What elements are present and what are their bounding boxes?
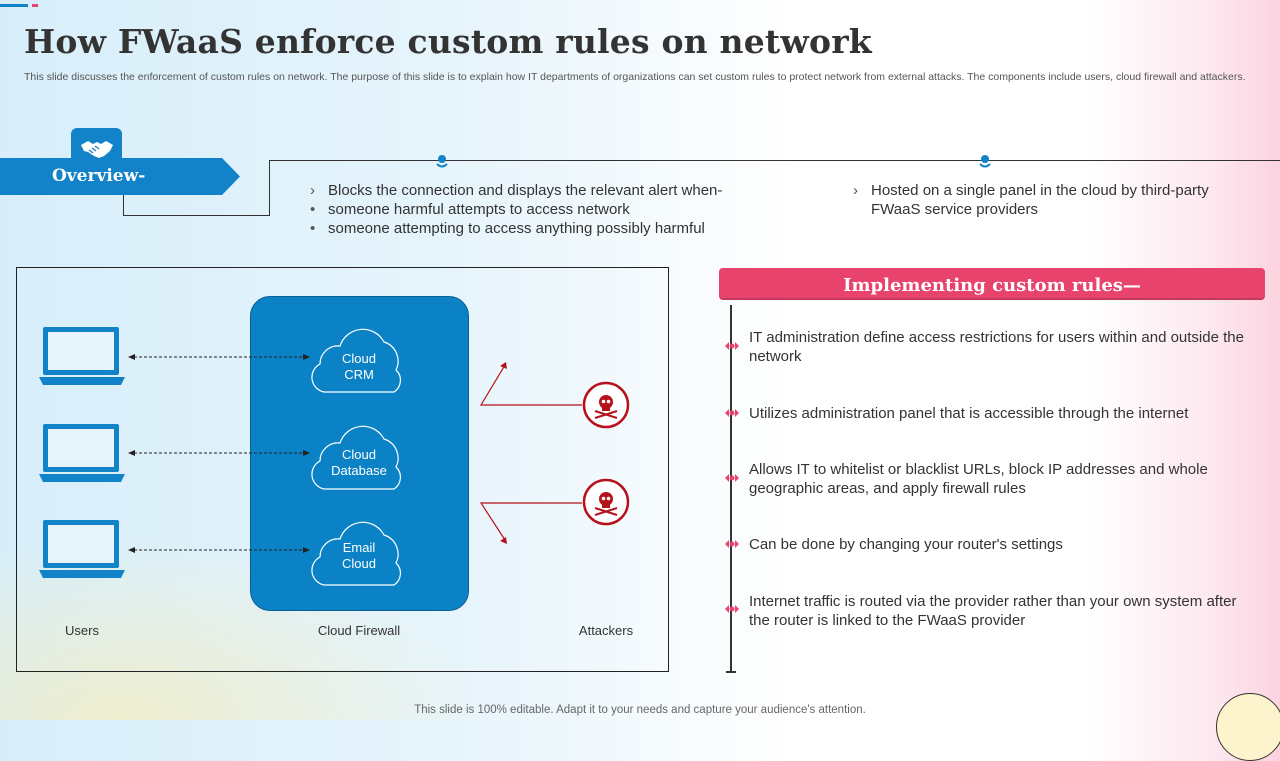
connector-line: [123, 215, 270, 216]
cloud-icon: [311, 328, 402, 393]
overview-left-list: ›Blocks the connection and displays the …: [310, 181, 770, 238]
list-item: •someone attempting to access anything p…: [310, 220, 705, 237]
list-item: ›Hosted on a single panel in the cloud b…: [853, 182, 1209, 218]
connector-line: [269, 160, 1280, 161]
implementing-item: Can be done by changing your router's se…: [749, 536, 1063, 553]
connector-line: [269, 160, 270, 216]
users-label: Users: [65, 623, 99, 638]
pin-icon: [979, 155, 991, 168]
connection-arrow: [128, 450, 310, 456]
bullet-icon: [725, 474, 739, 482]
network-diagram-frame: [16, 267, 669, 672]
handshake-icon: [81, 141, 113, 158]
bullet-icon: [725, 409, 739, 417]
implementing-item: Utilizes administration panel that is ac…: [749, 405, 1189, 422]
decorative-circle: [1216, 693, 1280, 761]
bullet-icon: [725, 540, 739, 548]
cloud-icon: [311, 425, 402, 490]
skull-icon: [582, 381, 630, 429]
timeline-line: [730, 305, 732, 673]
laptop-icon: [39, 424, 125, 482]
slide-title: How FWaaS enforce custom rules on networ…: [24, 22, 872, 61]
footer-note: This slide is 100% editable. Adapt it to…: [414, 704, 866, 716]
bullet-icon: [725, 342, 739, 350]
cloud-icon: [311, 521, 402, 586]
list-item: ›Blocks the connection and displays the …: [310, 182, 723, 199]
connection-arrow: [128, 547, 310, 553]
skull-icon: [582, 478, 630, 526]
cloud-firewall-label: Cloud Firewall: [317, 623, 401, 638]
list-item: •someone harmful attempts to access netw…: [310, 201, 630, 218]
implementing-item: Internet traffic is routed via the provi…: [749, 593, 1237, 629]
implementing-item: IT administration define access restrict…: [749, 329, 1244, 365]
pin-icon: [436, 155, 448, 168]
implementing-item: Allows IT to whitelist or blacklist URLs…: [749, 461, 1208, 497]
connection-arrow: [128, 354, 310, 360]
implementing-header-bar: [719, 268, 1265, 300]
attack-arrows: [479, 362, 582, 544]
connector-line: [123, 195, 124, 216]
timeline-end: [726, 671, 736, 673]
overview-right-list: ›Hosted on a single panel in the cloud b…: [853, 181, 1243, 219]
attackers-label: Attackers: [578, 623, 634, 638]
overview-label: Overview-: [52, 166, 146, 186]
bullet-icon: [725, 605, 739, 613]
overview-banner: [0, 158, 240, 195]
laptop-icon: [39, 520, 125, 578]
laptop-icon: [39, 327, 125, 385]
implementing-title: Implementing custom rules—: [843, 275, 1141, 296]
slide-subtitle: This slide discusses the enforcement of …: [24, 71, 1246, 83]
